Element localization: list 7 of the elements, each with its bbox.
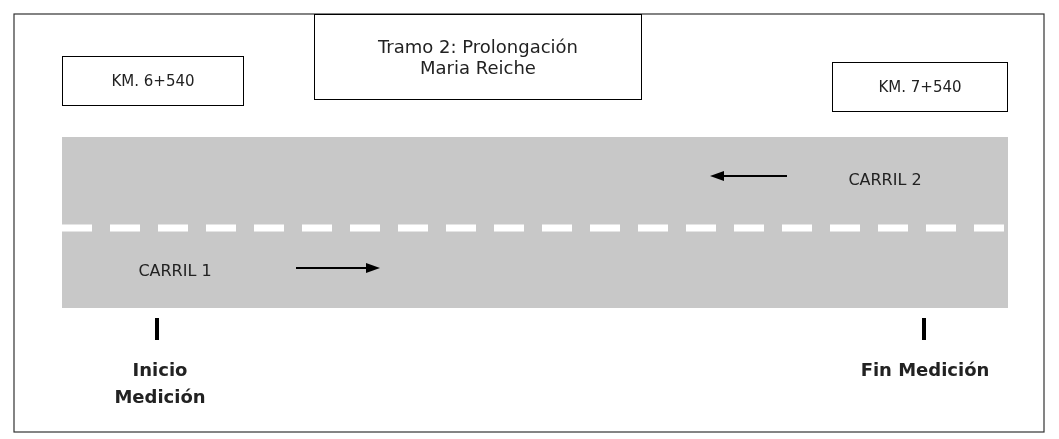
lane-label: CARRIL 1 (137, 260, 213, 282)
label-box: KM. 7+540 (832, 62, 1008, 112)
measurement-label: Fin Medición (860, 358, 990, 382)
label-box: Tramo 2: Prolongación Maria Reiche (314, 14, 642, 100)
lane-label: CARRIL 2 (847, 169, 923, 191)
label-box: KM. 6+540 (62, 56, 244, 106)
measurement-label: Inicio Medición (113, 358, 207, 409)
